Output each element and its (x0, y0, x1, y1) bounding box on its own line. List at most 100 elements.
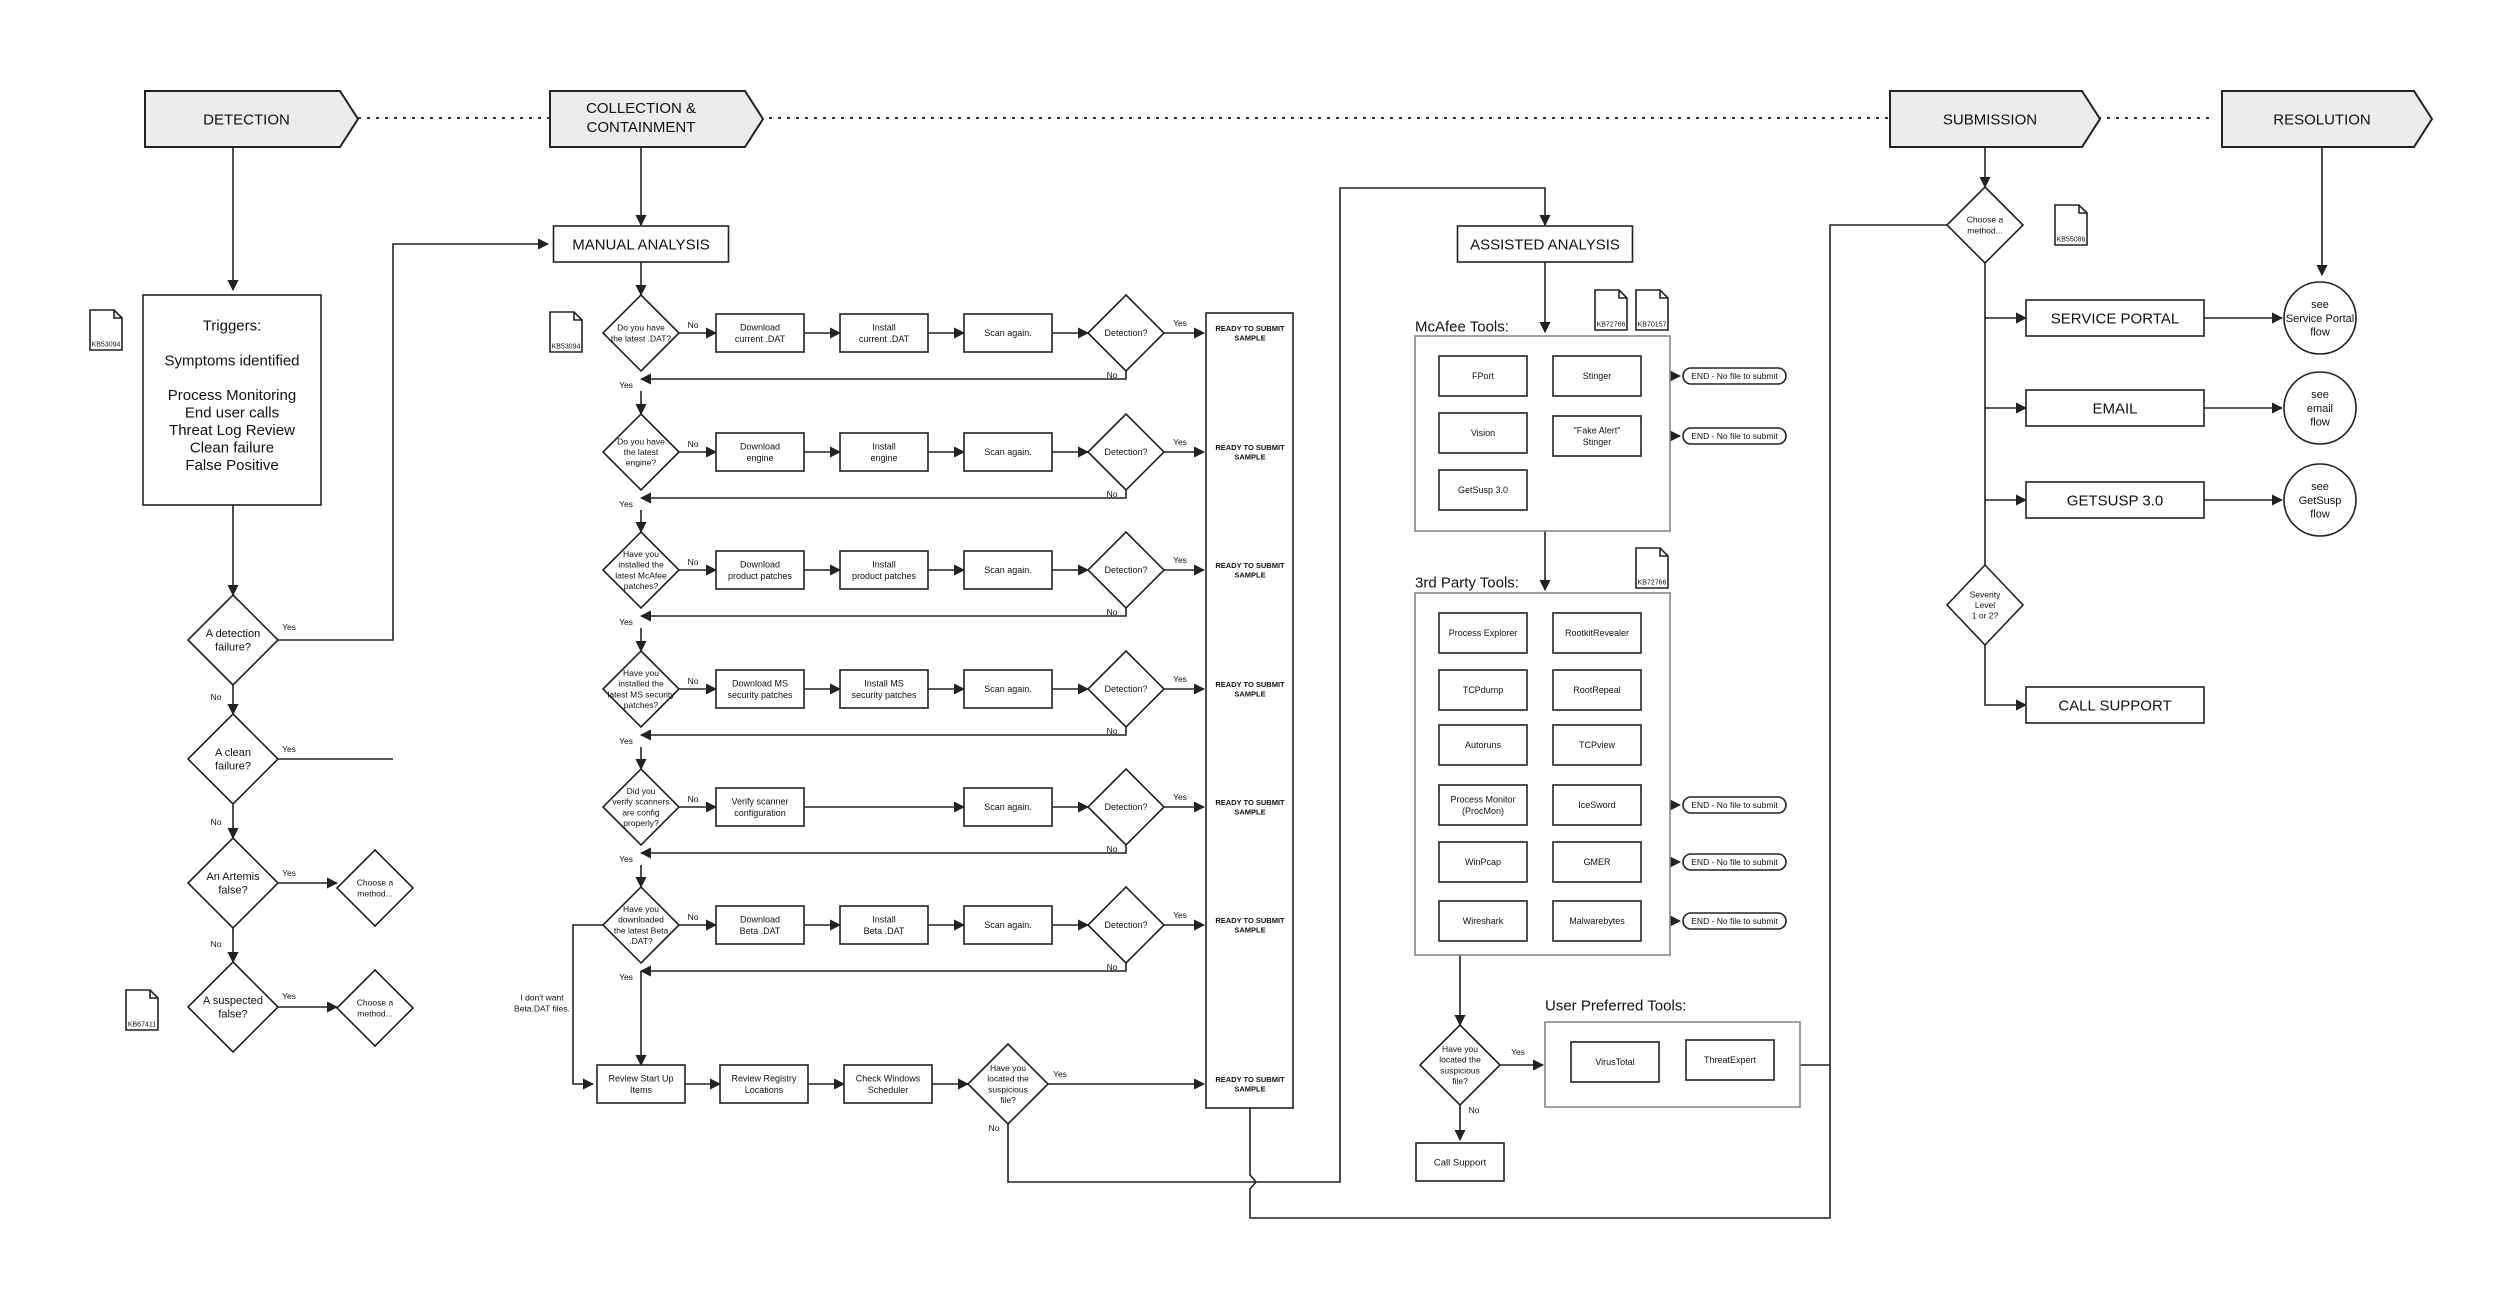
triggers-title: Triggers: (203, 317, 262, 334)
third-tool-10-text: Wireshark (1463, 916, 1504, 926)
manual-question-4-shape (601, 767, 681, 847)
severity-level-decision-text-line: Severity (1970, 589, 2001, 599)
manual-detect-no-2-line: No (1107, 607, 1118, 617)
third-tool-2-text: TCPdump (1463, 685, 1504, 695)
phase-submission-text: SUBMISSION (1943, 111, 2037, 128)
assisted-call-support-text-line: Call Support (1434, 1157, 1487, 1168)
ready-to-submit-column (1205, 312, 1294, 1109)
user-tool-threatexpert-text: ThreatExpert (1704, 1055, 1757, 1065)
assisted-located-file-text-line: suspicious (1440, 1065, 1480, 1075)
email-box: EMAIL (2025, 389, 2205, 427)
kb70157-doc-icon (1635, 289, 1669, 331)
end-third-2-text-line: END - No file to submit (1691, 916, 1778, 926)
manual-step-a-2-text-line: product patches (728, 571, 793, 581)
manual-yes-down-5: Yes (619, 972, 633, 982)
manual-question-2-shape (601, 530, 681, 610)
kb67411-doc: KB67411 (125, 989, 159, 1031)
manual-detect-no-1: No (1107, 489, 1118, 499)
mcafee-tool-4-text: GetSusp 3.0 (1458, 485, 1508, 495)
service-portal-box-text: SERVICE PORTAL (2051, 310, 2179, 327)
manual-question-1-shape (601, 412, 681, 492)
phase-detection: DETECTION (144, 90, 360, 148)
review-registry-locations-text-line: Review Registry (731, 1074, 797, 1084)
getsusp-flow-text-line: flow (2310, 509, 2330, 521)
manual-detection-4: Detection? (1086, 767, 1166, 847)
manual-detection-5-shape (1086, 885, 1166, 965)
end-third-2: END - No file to submit (1682, 912, 1787, 930)
manual-detection-1-shape (1086, 412, 1166, 492)
trigger-item: Clean failure (190, 440, 274, 457)
manual-detection-0-text: Detection? (1104, 328, 1147, 338)
phase-detection-text: DETECTION (203, 111, 290, 128)
manual-question-1-text-line: the latest (624, 447, 659, 457)
manual-step-b-0-text-line: current .DAT (859, 334, 910, 344)
manual-scan-1-border (963, 432, 1053, 472)
user-tool-virustotal: VirusTotal (1570, 1041, 1660, 1083)
phase-collection-line: COLLECTION & (586, 100, 696, 117)
assisted-call-support-text: Call Support (1434, 1157, 1487, 1168)
ready-to-submit-5-line: SAMPLE (1234, 925, 1265, 934)
no-beta-note-line: I don't want (520, 993, 564, 1003)
manual-detection-3-shape (1086, 649, 1166, 729)
manual-no-5: No (688, 912, 699, 922)
yes-label-d4-line: Yes (282, 991, 296, 1001)
end-fake-alert-text: END - No file to submit (1691, 431, 1778, 441)
check-windows-scheduler-text-line: Check Windows (856, 1074, 921, 1084)
manual-analysis-box-text-line: MANUAL ANALYSIS (572, 236, 710, 253)
third-tool-10: Wireshark (1438, 900, 1528, 942)
mcafee-tools-title-line: McAfee Tools: (1415, 318, 1509, 335)
no-label-d3-line: No (211, 939, 222, 949)
getsusp-box-border (2025, 481, 2205, 519)
manual-step-a-1-text-line: Download (740, 442, 780, 452)
manual-yes-down-4: Yes (619, 854, 633, 864)
triggers-symptoms-line: Symptoms identified (164, 352, 299, 369)
manual-detection-1: Detection? (1086, 412, 1166, 492)
ready-to-submit-3-line: READY TO SUBMIT (1215, 680, 1285, 689)
connector-layer (227, 117, 2328, 1219)
manual-detection-3-text: Detection? (1104, 684, 1147, 694)
manual-step-a-5-text-line: Download (740, 915, 780, 925)
manual-located-file-text-line: suspicious (988, 1084, 1028, 1094)
manual-located-yes-label-line: Yes (1053, 1069, 1067, 1079)
manual-question-4-text-line: properly? (623, 818, 659, 828)
kb53094-doc-manual-icon (549, 311, 583, 353)
kb67411-doc-label: KB67411 (128, 1021, 156, 1028)
mcafee-tool-3-text-line: "Fake Alert" (1574, 426, 1621, 436)
user-preferred-tools-title: User Preferred Tools: (1545, 997, 1686, 1014)
manual-step-b-0-text-line: Install (872, 323, 896, 333)
kb53094-doc-detection-icon (89, 309, 123, 351)
kb72766-doc-mcafee-label: KB72766 (1597, 321, 1626, 328)
third-tool-8-border (1438, 841, 1528, 883)
manual-no-2: No (688, 557, 699, 567)
review-registry-locations-text-line: Locations (745, 1085, 784, 1095)
end-stinger: END - No file to submit (1682, 367, 1787, 385)
ready-to-submit-final-line: SAMPLE (1234, 1084, 1265, 1093)
manual-detection-2-text-line: Detection? (1104, 565, 1147, 575)
third-tool-0-text: Process Explorer (1449, 628, 1518, 638)
ready-to-submit-0-line: READY TO SUBMIT (1215, 324, 1285, 333)
kb53094-doc-manual-label-line: KB53094 (552, 343, 581, 350)
manual-question-2-text-line: patches? (624, 581, 659, 591)
mcafee-tool-2-border (1438, 412, 1528, 454)
no-label-d2-line: No (211, 817, 222, 827)
manual-step-a-4-border (715, 787, 805, 827)
manual-yes-down-1: Yes (619, 499, 633, 509)
manual-step-b-0-border (839, 313, 929, 353)
manual-to-assisted (1007, 187, 1551, 1183)
mcafee-tool-3-border (1552, 415, 1642, 457)
manual-question-3-text-line: installed the (618, 679, 664, 689)
